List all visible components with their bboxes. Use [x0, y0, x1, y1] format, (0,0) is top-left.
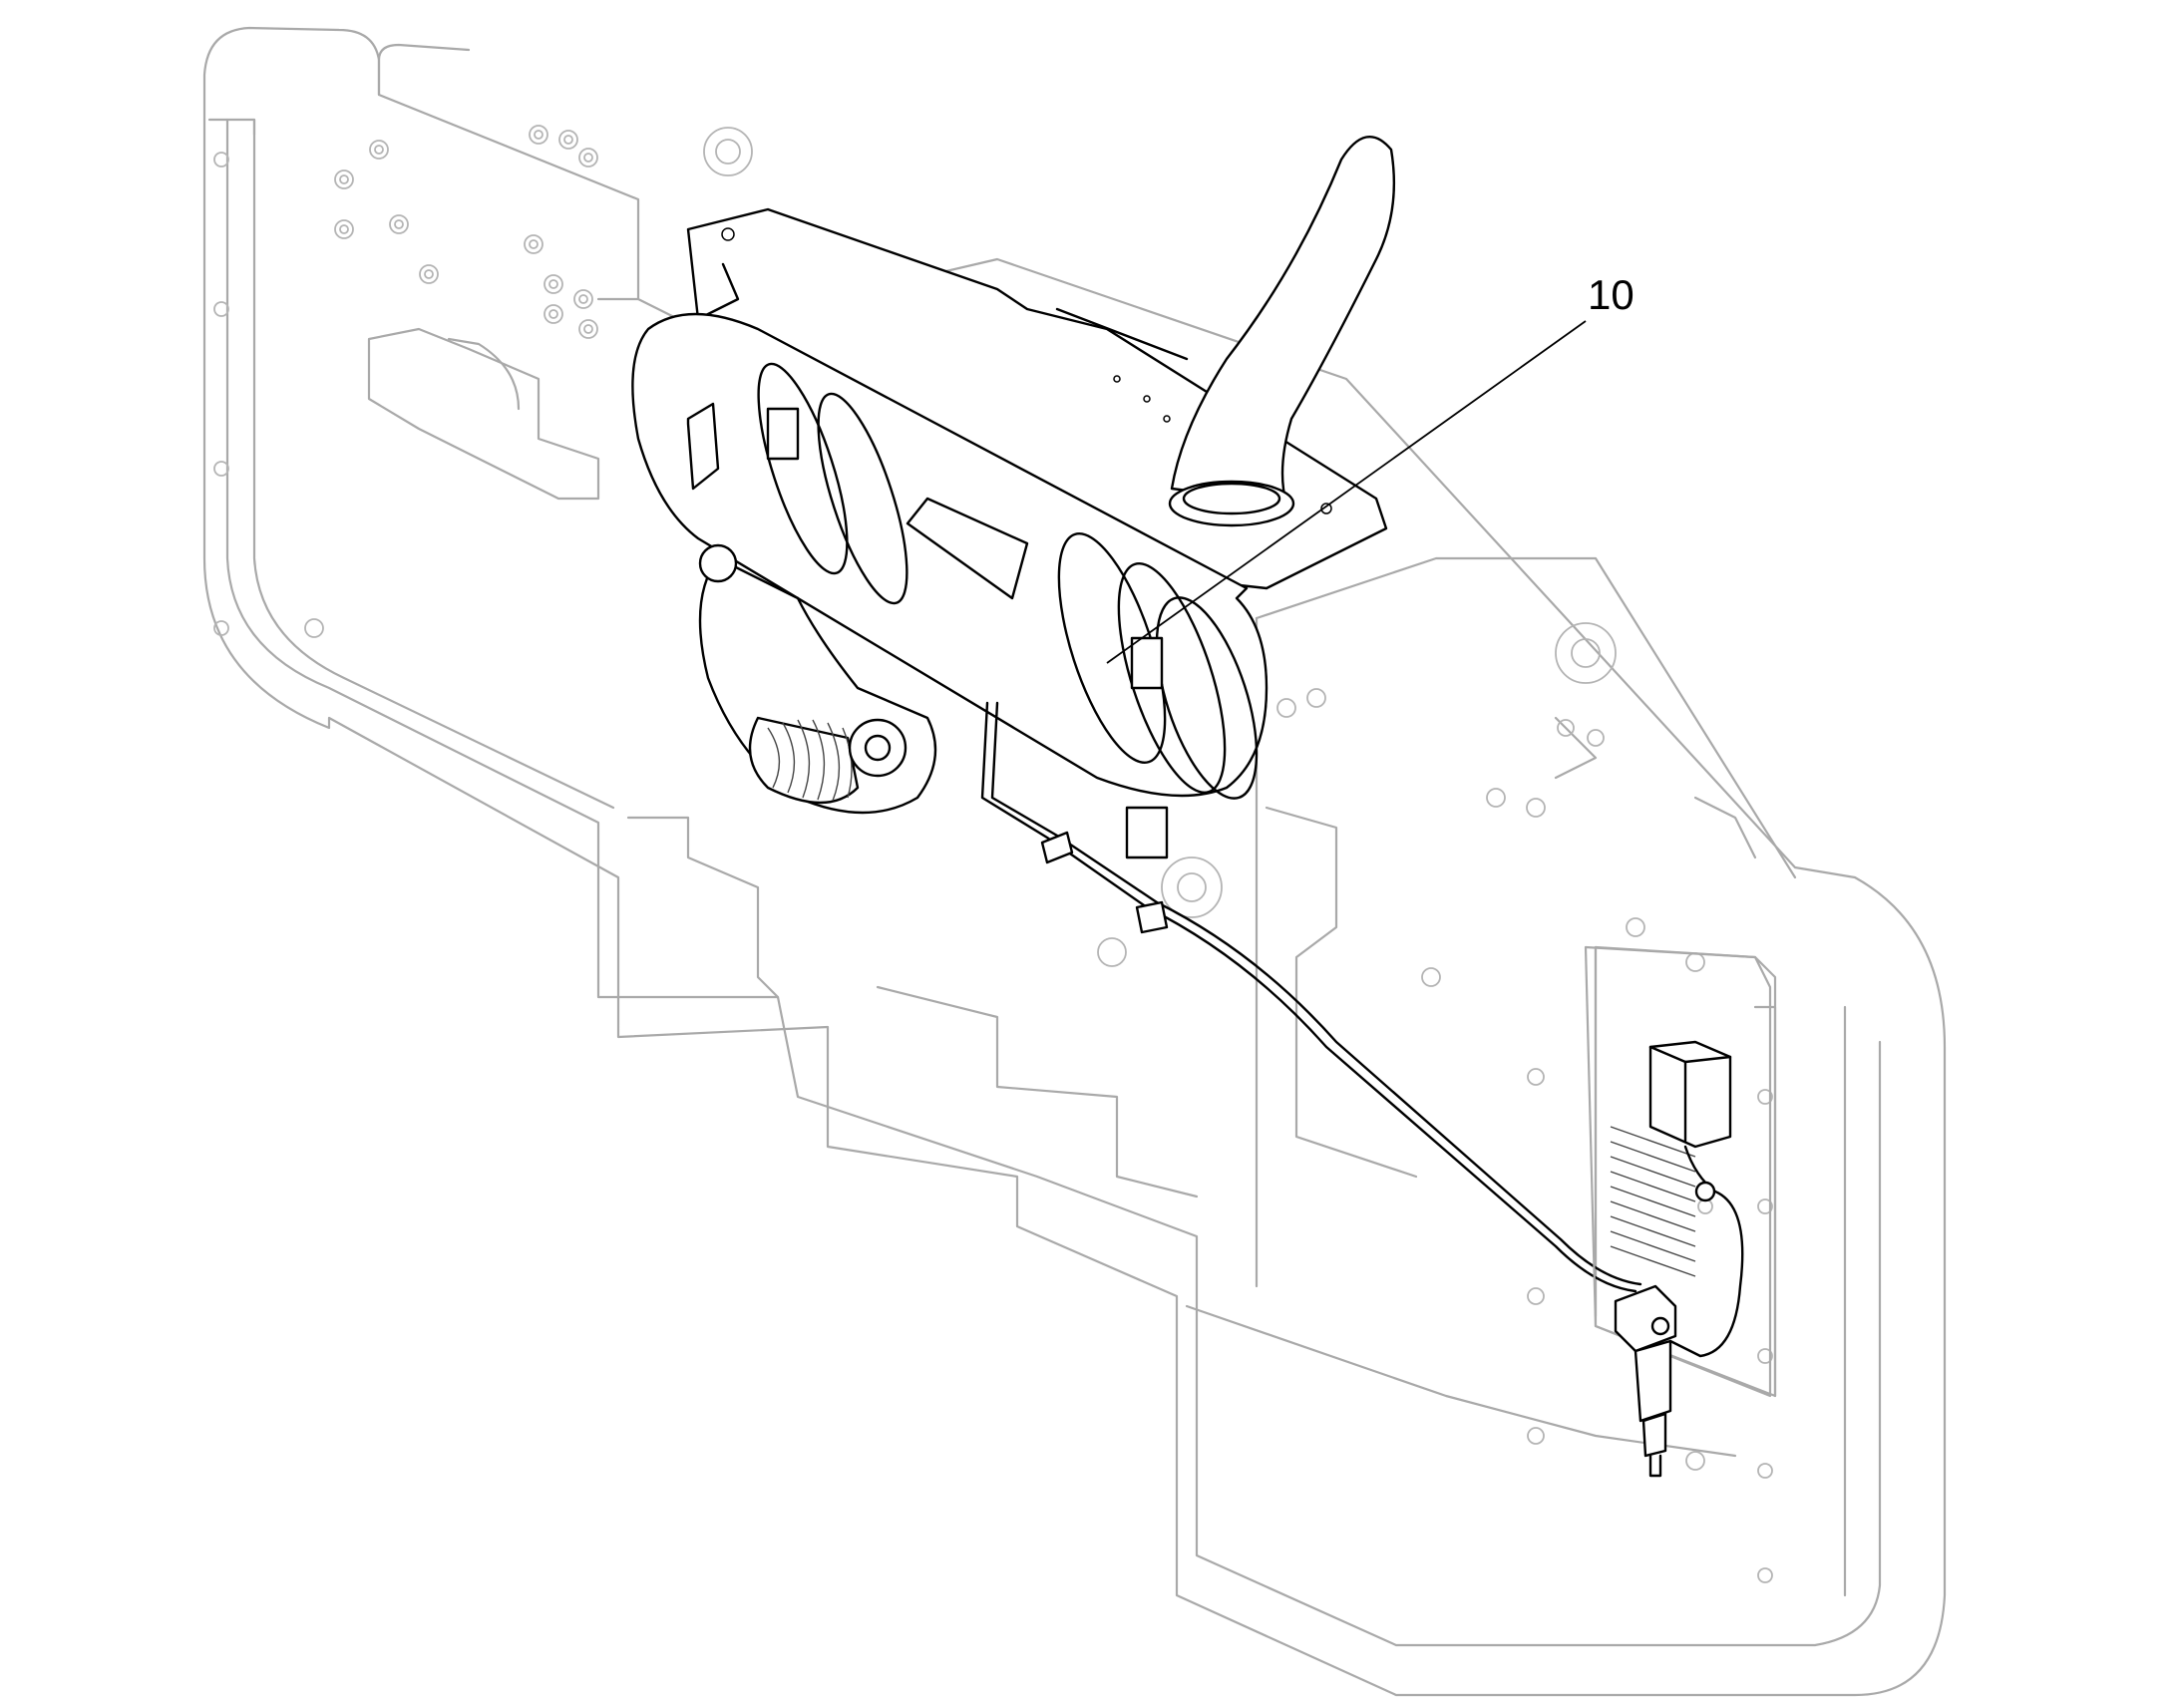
tail-pipe	[1168, 135, 1396, 527]
callout-10-leader	[1106, 320, 1587, 664]
sensor-bracket	[1584, 945, 1772, 1478]
counterweight-frame	[202, 26, 1947, 1697]
inlet-pipe	[698, 543, 937, 815]
callout-10-label: 10	[1588, 271, 1635, 318]
sensor-hose	[980, 701, 1642, 1293]
callout-10: 10	[1106, 271, 1635, 664]
